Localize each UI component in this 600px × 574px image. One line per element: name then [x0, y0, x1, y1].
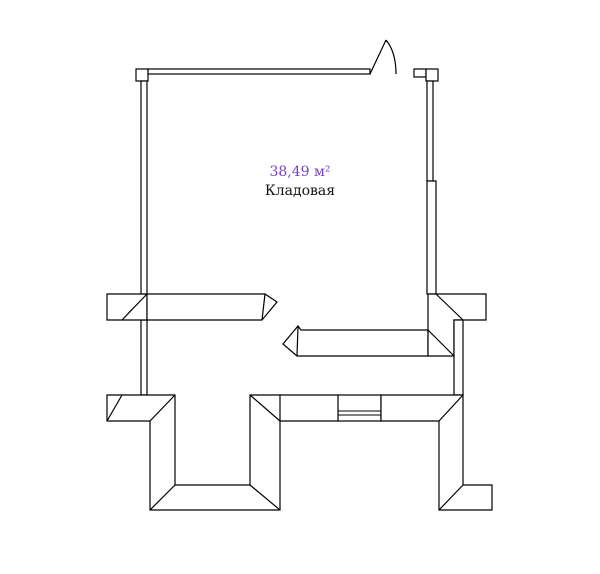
bottom-window — [337, 394, 382, 422]
bottom-left-niche — [106, 394, 338, 511]
entrance-door[interactable] — [369, 39, 397, 75]
right-wall — [426, 80, 437, 295]
right-top-post — [413, 68, 439, 82]
left-wall — [140, 80, 148, 396]
top-wall — [135, 68, 371, 82]
bottom-right-wall — [380, 394, 493, 511]
room-area-label: 38,49 м² — [269, 164, 331, 180]
left-partition — [106, 293, 278, 321]
room-name-label: Кладовая — [264, 183, 336, 199]
right-partition — [282, 293, 487, 357]
right-lower-wall — [453, 319, 464, 396]
